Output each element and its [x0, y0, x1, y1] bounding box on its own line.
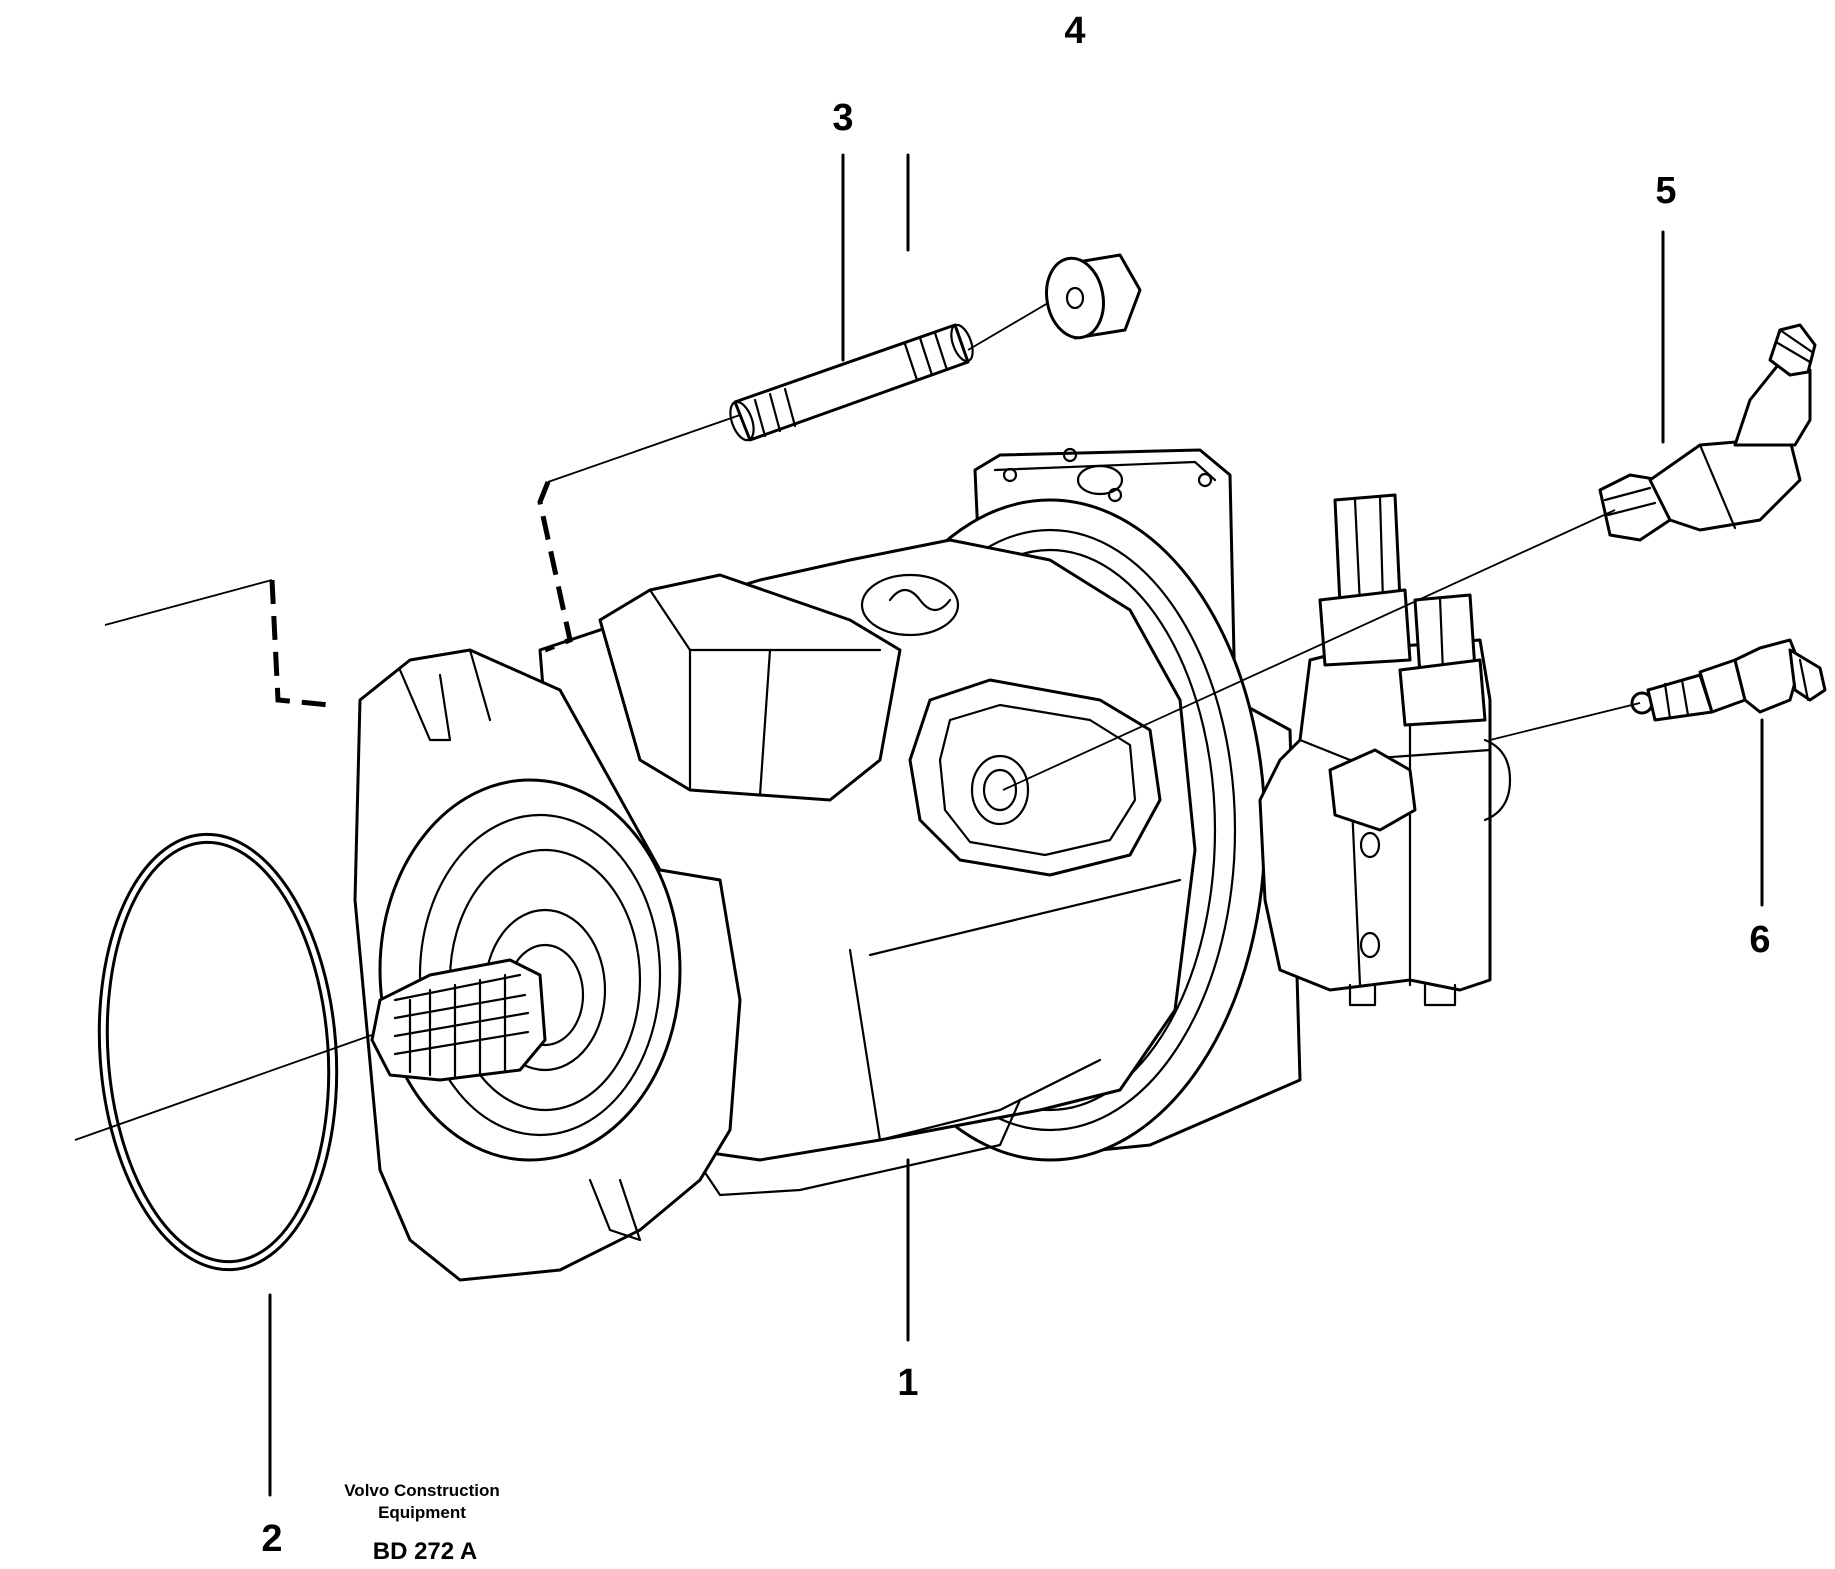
publisher-subname: Equipment — [378, 1503, 466, 1522]
control-valve — [1258, 493, 1512, 1007]
elbow-fitting-6 — [1630, 638, 1827, 722]
publisher-name: Volvo Construction — [344, 1481, 500, 1500]
drawing-code: BD 272 A — [373, 1538, 477, 1565]
elbow-fitting-5 — [1598, 323, 1817, 542]
stud — [729, 323, 974, 442]
callout-3: 3 — [832, 97, 853, 139]
callout-5: 5 — [1655, 170, 1676, 212]
leader-lines — [74, 153, 1764, 1497]
hydraulic-pump — [353, 447, 1302, 1282]
callout-4: 4 — [1064, 10, 1085, 52]
o-ring — [97, 832, 339, 1272]
flange-nut — [1045, 253, 1142, 340]
callout-2: 2 — [261, 1518, 282, 1560]
callout-1: 1 — [897, 1362, 918, 1404]
callout-6: 6 — [1749, 919, 1770, 961]
